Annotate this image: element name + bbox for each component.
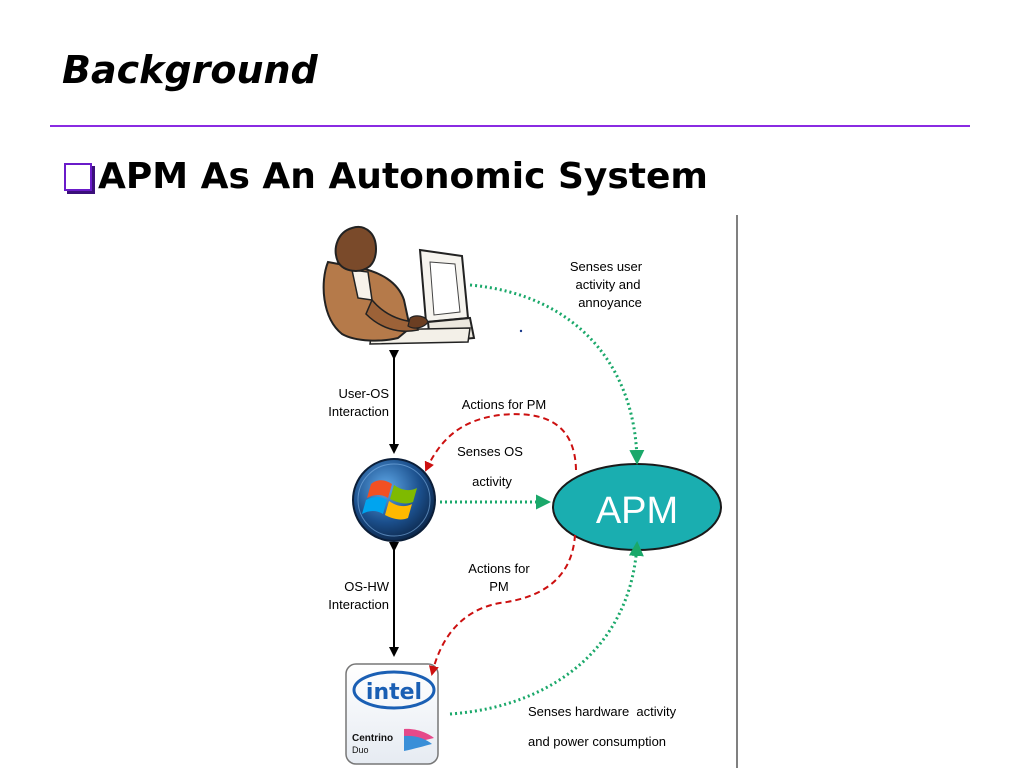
senses-hardware-arrow bbox=[449, 541, 644, 716]
bullet-text: APM As An Autonomic System bbox=[98, 156, 708, 197]
user-at-computer-icon bbox=[322, 225, 523, 345]
senses-user-label-line2: activity and bbox=[575, 277, 640, 292]
intel-brand-text: intel bbox=[366, 680, 422, 705]
user-os-label-line1: User-OS bbox=[338, 386, 389, 401]
os-hw-label-line2: Interaction bbox=[328, 597, 389, 612]
windows-logo-icon bbox=[352, 458, 436, 542]
senses-hardware-label-line1: Senses hardware activity bbox=[528, 704, 677, 719]
senses-user-label-line1: Senses user bbox=[570, 259, 643, 274]
senses-os-label-line2: activity bbox=[472, 474, 512, 489]
apm-label: APM bbox=[596, 490, 678, 532]
square-bullet-icon bbox=[64, 162, 92, 191]
centrino-text: Centrino bbox=[352, 733, 393, 744]
actions-pm-hardware-arrow bbox=[428, 534, 576, 676]
title-divider bbox=[50, 125, 970, 127]
actions-pm-top-label: Actions for PM bbox=[462, 397, 547, 412]
senses-user-label-line3: annoyance bbox=[578, 295, 642, 310]
senses-hardware-label-line2: and power consumption bbox=[528, 734, 666, 749]
senses-os-label-line1: Senses OS bbox=[457, 444, 523, 459]
intel-centrino-duo-logo-icon: intel Centrino Duo bbox=[345, 663, 439, 765]
actions-pm-bottom-label-line1: Actions for bbox=[468, 561, 530, 576]
os-hw-label-line1: OS-HW bbox=[344, 579, 390, 594]
actions-pm-os-arrow bbox=[424, 413, 577, 472]
slide-title: Background bbox=[62, 48, 318, 92]
apm-node: APM bbox=[552, 463, 722, 551]
actions-pm-bottom-label-line2: PM bbox=[489, 579, 509, 594]
bullet-item: APM As An Autonomic System bbox=[64, 156, 708, 197]
user-os-label-line2: Interaction bbox=[328, 404, 389, 419]
duo-text: Duo bbox=[352, 745, 369, 755]
senses-user-arrow bbox=[469, 283, 645, 465]
